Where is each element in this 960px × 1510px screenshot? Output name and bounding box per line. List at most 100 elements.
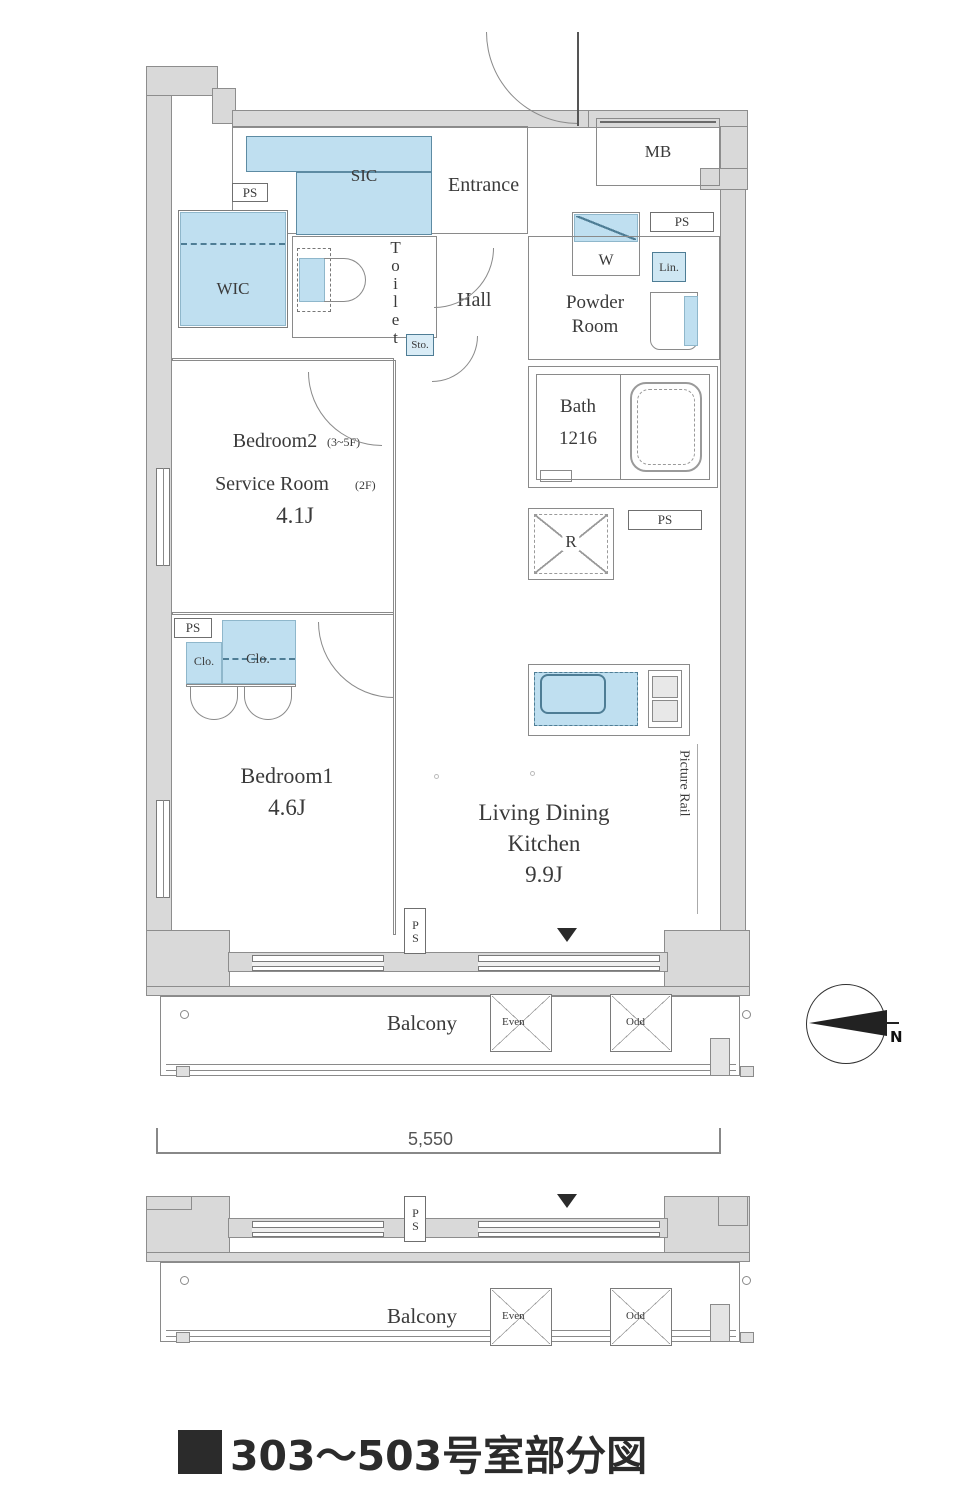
dimension-tick-right [719,1128,721,1154]
compass-tick [881,1022,899,1024]
fridge-space [528,508,614,580]
closet-door-swing-2 [244,686,292,720]
balcony-bottom-drain-left [180,1276,189,1285]
picture-rail-line [697,744,698,914]
dimension-line [156,1152,720,1154]
balcony-top-rail-1 [166,1064,736,1065]
wall-top-left [146,66,218,96]
balcony-top-even-label: Even [502,1016,525,1028]
compass-rose: N [806,984,903,1064]
bath-room [528,366,718,488]
bedroom2-door-swing [308,372,382,446]
ps-tag-entry: PS [232,183,268,202]
ceiling-marker-2 [530,771,535,776]
balcony-top-even-triangle [492,996,550,1050]
ldk-area: 9.9J [525,862,563,887]
wall-bottom-left-pier [146,930,230,996]
powder-room-outline [528,236,720,360]
powder-room-label-1: Powder [565,292,625,313]
bedroom2-area: 4.1J [276,503,314,528]
balcony-bottom-grate-left [176,1332,190,1343]
balcony-top-post [710,1038,730,1076]
window-bedroom2-line [163,468,164,566]
wall-top-notch [212,88,236,124]
bedroom2-label-line2: Service Room [215,473,329,495]
balcony-top-slab [160,996,740,1076]
sto-tag: Sto. [406,334,434,356]
bath-label-2: 1216 [559,428,597,449]
closet-hanger-rod [223,658,295,660]
glass-top-left [252,961,384,967]
closet-large-fill [222,620,296,684]
ldk-label-line2: Kitchen [507,831,581,856]
caption-text: 303〜503号室部分図 [230,1432,648,1480]
wall-bottom-strip [146,986,750,996]
balcony-bottom-post [710,1304,730,1342]
wic-fill [180,212,286,326]
ldk-label-line1: Living Dining [478,800,610,825]
wall-outer-right [720,110,746,995]
balcony-top-drain-right [742,1010,751,1019]
balcony-bottom-grate-right [740,1332,754,1343]
balcony-bottom-even-triangle [492,1290,550,1344]
entrance-label: Entrance [448,174,520,196]
sic-floor [296,172,432,235]
balcony-top-rail-2 [166,1070,736,1071]
bathtub-inner [637,389,695,465]
balcony-bottom-odd-triangle [612,1290,670,1344]
balcony-top-drain-left [180,1010,189,1019]
bedroom2-label-sup2: (2F) [355,478,376,492]
ps-tag-balcony-bottom-text: PS [408,1206,423,1232]
washer-box [572,212,640,276]
mb-label: MB [644,142,672,161]
partition-bedroom2-bottom [172,612,394,615]
toilet-tank [299,258,325,302]
mb-box [596,118,720,186]
wall-top-right [588,110,748,128]
vent-marker-top [557,928,577,942]
closet-small-label: Clo. [193,654,215,668]
wall-lower-left-top [146,1196,192,1210]
ps-tag-balcony-top: PS [404,908,426,954]
caption-swatch-icon [178,1430,222,1474]
wall-right-step [700,168,748,190]
balcony-top-label: Balcony [387,1011,457,1035]
closet-door-swing-1 [190,686,238,720]
partition-hallway-top [172,358,394,361]
balcony-bottom-even-label: Even [502,1310,525,1322]
balcony-top-grate-right [740,1066,754,1077]
glass-bottom-left [252,1227,384,1233]
balcony-bottom-rail-1 [166,1330,736,1331]
ceiling-marker-1 [434,774,439,779]
powder-basin [684,296,698,346]
mb-door [600,121,716,123]
kitchen-sink-dash [534,672,638,726]
closet-small-fill [186,642,222,684]
balcony-top-odd-triangle [612,996,670,1050]
dimension-tick-left [156,1128,158,1154]
wall-lower-right-ext [718,1196,748,1226]
balcony-top-odd-label: Odd [626,1016,645,1028]
bath-divider [620,374,621,480]
kitchen-counter [528,664,690,736]
bedroom2-label-line1: Bedroom2 [232,430,318,452]
ps-tag-powder: PS [650,212,714,232]
closet-front [186,684,296,687]
bathtub [630,382,702,472]
bedroom1-label: Bedroom1 [240,763,334,788]
glass-top-right [478,961,660,967]
ps-tag-bath: PS [628,510,702,530]
sic-shelf-upper [246,136,432,172]
ps-tag-balcony-bottom: PS [404,1196,426,1242]
bath-label-1: Bath [560,396,596,417]
bath-inner [536,374,710,480]
stove-burner-1 [652,676,678,698]
balcony-top-grate-left [176,1066,190,1077]
picture-rail-label: Picture Rail [676,750,692,817]
ps-tag-closet: PS [174,618,212,638]
window-bedroom1-line [163,800,164,898]
lin-tag: Lin. [652,252,686,282]
glass-bottom-right [478,1227,660,1233]
balcony-bottom-drain-right [742,1276,751,1285]
